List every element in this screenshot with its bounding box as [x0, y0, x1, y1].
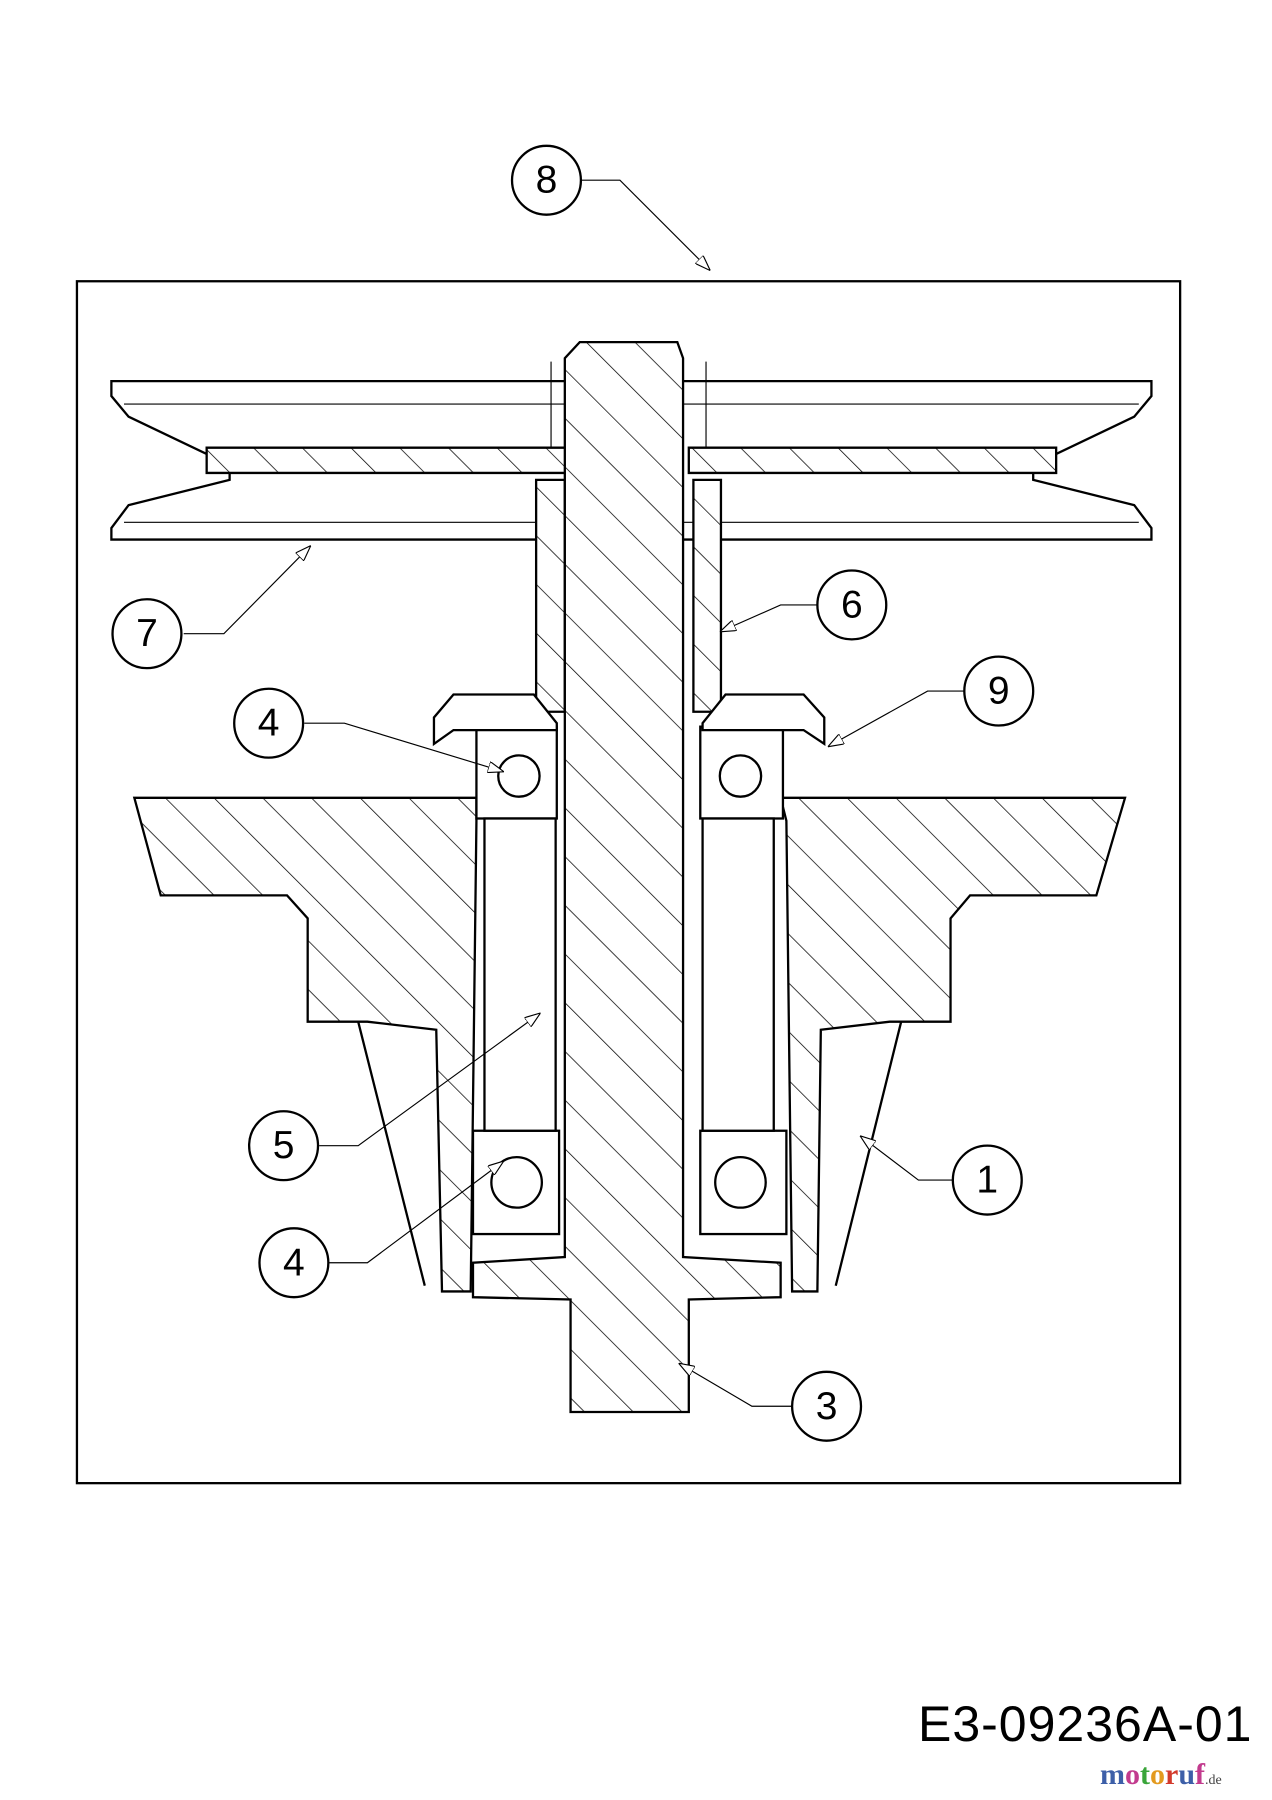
drawing-code: E3-09236A-01 [918, 1696, 1253, 1752]
watermark-logo: motoruf.de [1100, 1758, 1222, 1798]
housing-cone [357, 1021, 903, 1286]
bearing-spacer-left [483, 817, 557, 1132]
callout-4-bottom[interactable]: 4 [258, 1227, 330, 1299]
watermark-text: motoruf [1100, 1758, 1206, 1791]
svg-text:6: 6 [841, 583, 863, 626]
callout-9[interactable]: 9 [963, 655, 1035, 727]
svg-text:4: 4 [283, 1241, 305, 1284]
svg-text:8: 8 [536, 159, 558, 202]
svg-text:9: 9 [988, 670, 1010, 713]
svg-text:4: 4 [258, 702, 280, 745]
bearing-top-right [699, 725, 785, 820]
bearing-spacer-right [701, 817, 775, 1132]
callout-5[interactable]: 5 [247, 1110, 320, 1182]
svg-text:1: 1 [976, 1159, 998, 1202]
assembly-frame [75, 280, 1182, 1485]
callout-3[interactable]: 3 [790, 1370, 863, 1442]
callout-1[interactable]: 1 [951, 1144, 1023, 1216]
spindle-shaft [471, 340, 782, 1414]
svg-text:3: 3 [816, 1385, 838, 1428]
bearing-bottom-right [699, 1129, 788, 1236]
callout-6[interactable]: 6 [816, 569, 888, 641]
callout-8[interactable]: 8 [510, 144, 583, 216]
spacer-right [692, 478, 723, 713]
watermark-suffix: .de [1205, 1773, 1222, 1788]
spacer-left [534, 478, 566, 713]
svg-text:5: 5 [273, 1124, 295, 1167]
svg-text:7: 7 [136, 612, 158, 655]
bearing-top-left [475, 725, 558, 820]
bearing-bottom-left [471, 1129, 561, 1236]
callout-4-top[interactable]: 4 [233, 687, 305, 759]
callout-7[interactable]: 7 [111, 598, 183, 670]
bearing-shield [432, 693, 826, 747]
leader-lines [183, 179, 965, 1407]
